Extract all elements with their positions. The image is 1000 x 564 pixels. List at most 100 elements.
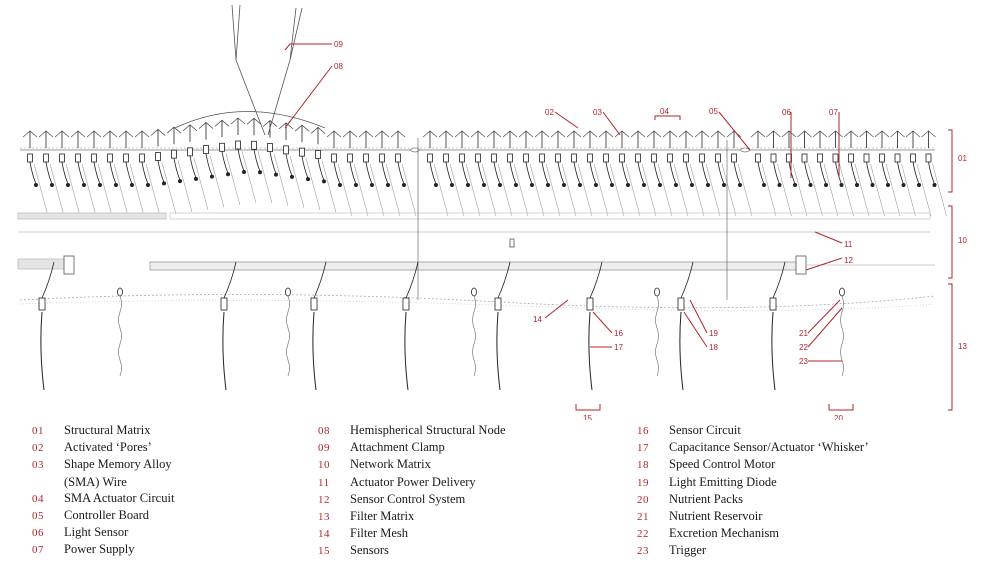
nutrient-reservoir bbox=[471, 287, 477, 297]
diagram-linework bbox=[17, 4, 947, 391]
sma-circuit-box bbox=[443, 153, 449, 163]
structural-matrix-line bbox=[20, 147, 935, 153]
sma-wire bbox=[525, 161, 533, 185]
sma-wire bbox=[733, 161, 741, 185]
sma-node bbox=[354, 183, 358, 187]
network-band bbox=[17, 212, 167, 220]
sma-wire bbox=[205, 153, 213, 176]
legend-number: 22 bbox=[637, 528, 649, 541]
sma-circuit-box bbox=[832, 153, 839, 163]
callout-leader bbox=[689, 299, 708, 334]
sma-wire bbox=[477, 161, 485, 185]
support-strut bbox=[481, 163, 497, 217]
sma-wire bbox=[93, 161, 101, 185]
support-strut bbox=[369, 163, 385, 217]
sma-wire bbox=[621, 161, 629, 185]
callout-19: 19 bbox=[709, 329, 718, 338]
sma-wire bbox=[109, 161, 117, 185]
nutrient-pack-chain bbox=[655, 295, 659, 377]
legend-label: Sensor Control System bbox=[350, 491, 466, 506]
support-strut bbox=[465, 163, 481, 217]
sma-node bbox=[706, 183, 710, 187]
legend-number: 06 bbox=[32, 527, 44, 540]
support-strut bbox=[305, 158, 321, 211]
sma-circuit-box bbox=[817, 153, 823, 163]
sma-circuit-box bbox=[587, 153, 593, 163]
legend-label: Power Supply bbox=[64, 542, 135, 557]
callout-18: 18 bbox=[709, 343, 718, 352]
sma-circuit-box bbox=[910, 153, 916, 163]
sma-circuit-box bbox=[715, 153, 721, 163]
legend-label: Nutrient Packs bbox=[669, 491, 743, 506]
sma-circuit-box bbox=[379, 153, 385, 163]
sma-node bbox=[498, 183, 502, 187]
bracket-01 bbox=[948, 129, 953, 193]
callout-09: 09 bbox=[334, 40, 343, 49]
callout-leader bbox=[284, 43, 332, 51]
sma-node bbox=[514, 183, 518, 187]
sma-node bbox=[839, 183, 844, 187]
sma-circuit-box bbox=[555, 153, 561, 163]
sma-circuit-box bbox=[863, 153, 870, 163]
callout-15: 15 bbox=[583, 414, 592, 420]
legend-number: 23 bbox=[637, 545, 649, 558]
sma-wire bbox=[701, 161, 709, 185]
support-strut bbox=[673, 163, 689, 217]
sma-wire bbox=[285, 153, 293, 177]
sma-node bbox=[482, 183, 486, 187]
nutrient-pack-chain bbox=[118, 295, 122, 377]
callout-leader bbox=[683, 311, 708, 348]
sma-wire bbox=[189, 155, 197, 179]
support-strut bbox=[33, 163, 49, 217]
legend-label: Sensor Circuit bbox=[669, 423, 741, 437]
sensor-circuit-box bbox=[494, 297, 502, 311]
support-strut bbox=[689, 163, 705, 217]
support-strut bbox=[577, 163, 593, 217]
sma-wire bbox=[333, 161, 341, 185]
nutrient-pack-chain bbox=[840, 295, 844, 377]
whisker bbox=[588, 311, 593, 391]
support-strut bbox=[49, 163, 65, 217]
pore-chevron bbox=[182, 124, 198, 132]
sma-wire bbox=[541, 161, 549, 185]
sma-wire bbox=[429, 161, 437, 185]
sma-wire bbox=[757, 161, 765, 185]
callout-21: 21 bbox=[799, 329, 808, 338]
sma-wire bbox=[669, 161, 677, 185]
sma-wire bbox=[605, 161, 613, 185]
sma-node bbox=[434, 183, 438, 187]
sensor-circuit-box bbox=[38, 297, 46, 311]
bracket-13 bbox=[948, 283, 953, 411]
sma-node bbox=[777, 183, 782, 187]
sma-node bbox=[546, 183, 550, 187]
sma-circuit-box bbox=[91, 153, 97, 163]
control-end-right bbox=[795, 255, 807, 275]
sma-node bbox=[808, 183, 813, 187]
sma-wire bbox=[173, 158, 181, 181]
sma-wire bbox=[717, 161, 725, 185]
sensor-feed bbox=[405, 261, 419, 299]
sma-wire bbox=[125, 161, 133, 185]
callout-11: 11 bbox=[844, 240, 853, 249]
whisker bbox=[312, 311, 317, 391]
legend-label: Filter Matrix bbox=[350, 509, 415, 524]
sma-circuit-box bbox=[315, 150, 321, 159]
legend-number: 12 bbox=[318, 493, 330, 506]
callout-20: 20 bbox=[834, 414, 843, 420]
legend-number: 04 bbox=[32, 492, 44, 505]
sma-circuit-box bbox=[171, 149, 177, 159]
sma-node bbox=[578, 183, 582, 187]
callout-08: 08 bbox=[334, 62, 343, 71]
legend-label: Light Sensor bbox=[64, 525, 129, 540]
sma-wire bbox=[301, 156, 309, 179]
sma-node bbox=[146, 183, 150, 187]
sma-node bbox=[824, 183, 828, 187]
sma-circuit-box bbox=[475, 153, 481, 163]
sensor-circuit-box bbox=[220, 297, 228, 311]
